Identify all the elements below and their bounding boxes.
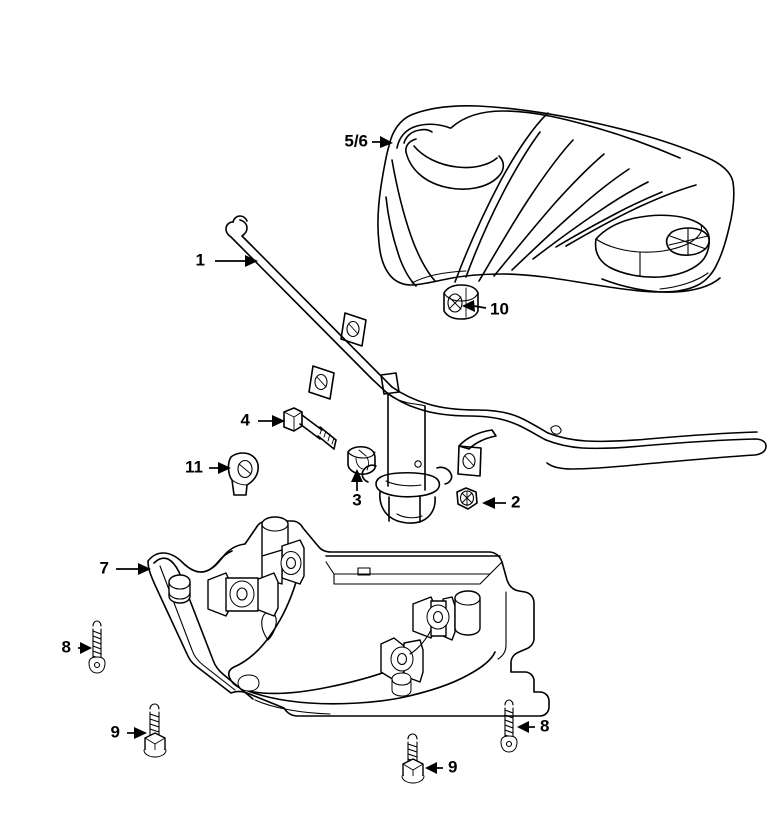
part-clip-nut-10[interactable] [443, 284, 479, 320]
callout-8-left-arrow-icon [80, 642, 92, 654]
callout-1[interactable]: 1 [196, 250, 258, 269]
callout-9-left[interactable]: 9 [111, 722, 147, 741]
callout-8-right[interactable]: 8 [517, 716, 549, 735]
callout-8-right-arrow-icon [517, 721, 529, 733]
part-screw-8-left[interactable] [88, 620, 106, 674]
callout-2-arrow-icon [482, 497, 495, 509]
callout-10-arrow-icon [462, 300, 475, 312]
part-upper-shroud[interactable] [377, 105, 735, 293]
callout-8-left-label: 8 [62, 637, 71, 656]
callout-5-6-arrow-icon [380, 136, 393, 148]
callout-7-arrow-icon [138, 563, 151, 575]
part-handlebar-tube[interactable] [225, 215, 767, 524]
part-bracket-11[interactable] [227, 452, 259, 496]
callout-1-label: 1 [196, 250, 205, 269]
callout-8-right-label: 8 [540, 716, 549, 735]
part-screw-8-right[interactable] [500, 699, 518, 753]
callout-3-label: 3 [352, 490, 361, 509]
callout-7-label: 7 [100, 558, 109, 577]
callout-9-bottom-arrow-icon [425, 762, 437, 774]
callout-2[interactable]: 2 [482, 492, 520, 511]
callout-2-label: 2 [511, 492, 520, 511]
callout-4[interactable]: 4 [241, 410, 285, 429]
callout-11-label: 11 [185, 457, 203, 476]
callout-9-left-arrow-icon [134, 727, 147, 739]
part-nut-2[interactable] [456, 487, 478, 510]
callout-3-arrow-icon [351, 469, 363, 482]
part-lower-shroud[interactable] [147, 516, 550, 717]
callout-1-arrow-icon [245, 255, 258, 267]
callout-7[interactable]: 7 [100, 558, 151, 577]
callout-5-6-label: 5/6 [344, 131, 368, 150]
callout-3[interactable]: 3 [351, 469, 363, 509]
callout-5-6[interactable]: 5/6 [344, 131, 393, 150]
callout-8-left[interactable]: 8 [62, 637, 92, 656]
callout-9-bottom[interactable]: 9 [425, 757, 457, 776]
part-clip-3[interactable] [347, 445, 376, 475]
callout-4-arrow-icon [272, 415, 285, 427]
callout-11-arrow-icon [218, 462, 231, 474]
part-screw-9-left[interactable] [143, 703, 167, 758]
part-screw-9-bottom[interactable] [401, 733, 425, 784]
callout-10[interactable]: 10 [462, 299, 509, 318]
callout-11[interactable]: 11 [185, 457, 231, 476]
part-bolt-4[interactable] [283, 407, 337, 450]
callout-10-label: 10 [490, 299, 509, 318]
callout-4-label: 4 [241, 410, 251, 429]
callout-10-leader [473, 305, 487, 309]
callout-9-left-label: 9 [111, 722, 120, 741]
callout-9-bottom-label: 9 [448, 757, 457, 776]
